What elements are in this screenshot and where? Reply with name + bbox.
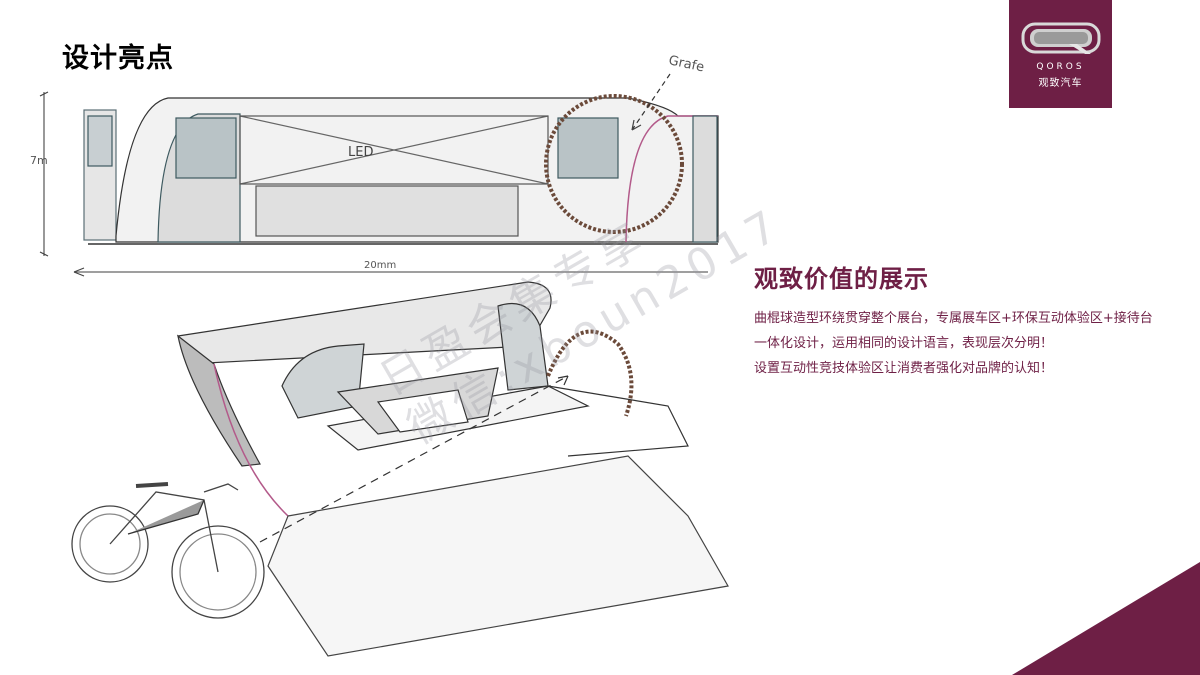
logo-cn-text: 观致汽车	[1038, 78, 1083, 89]
width-label: 20mm	[364, 260, 396, 271]
page-title: 设计亮点	[62, 43, 174, 74]
highlight-paragraph-2: 设置互动性竞技体验区让消费者强化对品牌的认知！	[754, 361, 1054, 376]
grafe-label: Grafe	[667, 53, 705, 75]
qoros-emblem-icon	[1021, 22, 1100, 54]
highlight-body: 曲棍球造型环绕贯穿整个展台，专属展车区+环保互动体验区+接待台一体化设计，运用相…	[754, 306, 1154, 381]
logo-en-text: QOROS	[1036, 62, 1085, 72]
perspective-sketch	[177, 281, 729, 657]
bicycle-sketch	[71, 482, 265, 619]
booth-sketch: 7m LED Grafe 20mm	[30, 53, 729, 657]
highlight-paragraph-1: 曲棍球造型环绕贯穿整个展台，专属展车区+环保互动体验区+接待台一体化设计，运用相…	[754, 311, 1153, 351]
led-label: LED	[348, 145, 373, 160]
highlight-heading: 观致价值的展示	[754, 265, 929, 293]
height-label: 7m	[30, 154, 48, 167]
elevation-sketch: 7m LED Grafe 20mm	[30, 53, 719, 277]
corner-decoration	[1012, 562, 1200, 675]
qoros-logo: QOROS 观致汽车	[1009, 0, 1112, 108]
